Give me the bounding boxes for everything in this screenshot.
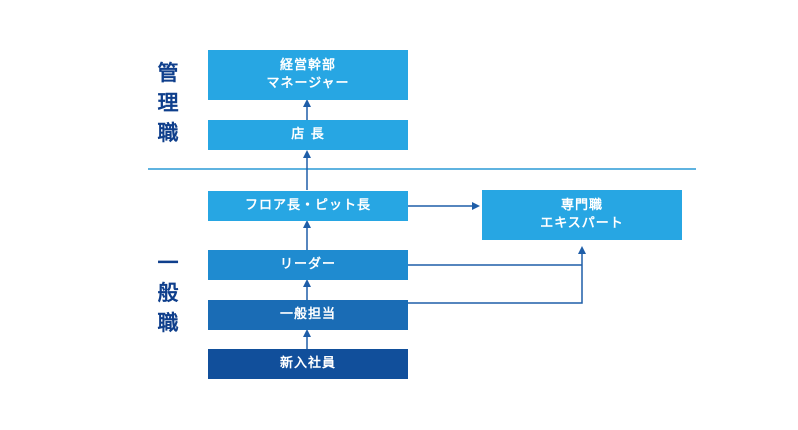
box-executive: 経営幹部 マネージャー xyxy=(208,50,408,100)
box-store-manager-label: 店 長 xyxy=(291,127,325,142)
box-new-employee: 新入社員 xyxy=(208,349,408,379)
box-floor-manager: フロア長・ピット長 xyxy=(208,191,408,221)
box-executive-line2: マネージャー xyxy=(266,76,350,91)
box-specialist-line1: 専門職 xyxy=(560,198,603,213)
category-general-char: 般 xyxy=(157,281,179,305)
connector-general-to-specialist xyxy=(408,246,586,304)
box-store-manager: 店 長 xyxy=(208,120,408,150)
box-floor-manager-label: フロア長・ピット長 xyxy=(244,198,371,213)
category-management-char: 職 xyxy=(157,121,179,145)
box-leader-label: リーダー xyxy=(279,257,336,272)
category-management-char: 管 xyxy=(157,61,179,85)
box-specialist: 専門職 エキスパート xyxy=(482,190,682,240)
box-new-employee-label: 新入社員 xyxy=(279,356,336,371)
category-management-char: 理 xyxy=(157,91,179,115)
category-general-char: 職 xyxy=(157,311,179,335)
category-general: 一 般 職 xyxy=(148,248,188,338)
category-management: 管 理 職 xyxy=(148,58,188,148)
category-general-char: 一 xyxy=(157,251,179,275)
box-leader: リーダー xyxy=(208,250,408,280)
box-executive-line1: 経営幹部 xyxy=(279,58,336,73)
box-general-staff-label: 一般担当 xyxy=(279,307,336,322)
box-general-staff: 一般担当 xyxy=(208,300,408,330)
box-specialist-line2: エキスパート xyxy=(540,216,624,231)
